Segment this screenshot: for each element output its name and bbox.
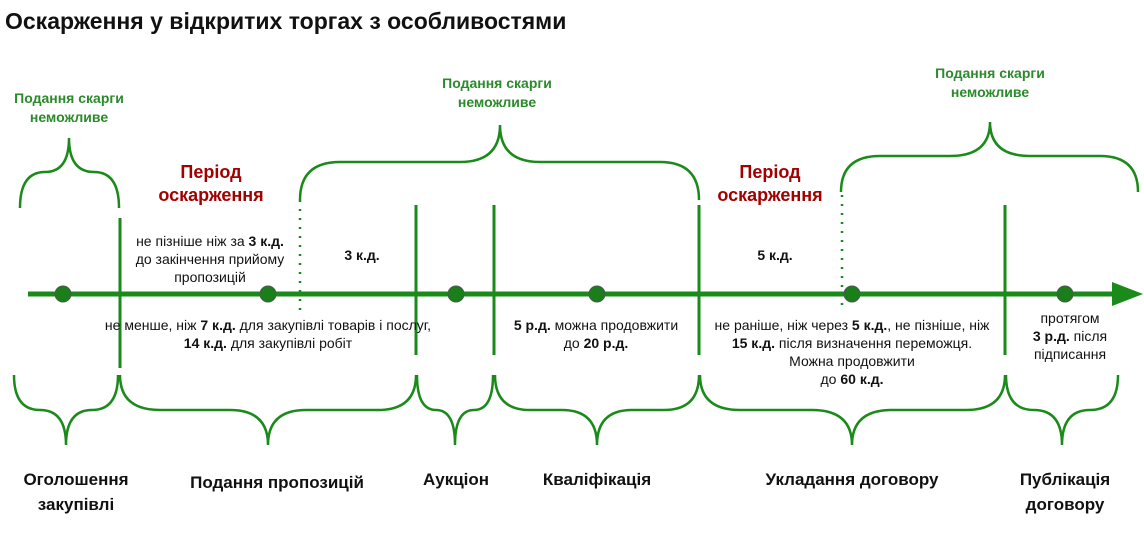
top-brace-3 — [839, 121, 1140, 193]
stage-proposals: Подання пропозицій — [190, 473, 364, 492]
appeal-period-label-1: Період оскарження — [158, 162, 264, 205]
stage-qualification: Кваліфікація — [542, 470, 652, 489]
stage-publication: Публікація договору — [1019, 470, 1111, 514]
top-brace-2 — [298, 124, 701, 201]
bottom-brace-6 — [1004, 374, 1120, 446]
appeal-2-note: 5 к.д. — [757, 247, 793, 263]
appeal-1-note: не пізніше ніж за 3 к.д. до закінчення п… — [135, 233, 285, 285]
stage-announcement: Оголошення закупівлі — [23, 470, 129, 514]
stage-auction: Аукціон — [422, 470, 490, 489]
no-complaint-label-3: Подання скарги неможливе — [935, 65, 1045, 100]
bottom-brace-2 — [118, 374, 418, 446]
gap-1-note: 3 к.д. — [344, 247, 380, 263]
bottom-brace-3 — [415, 374, 495, 446]
publication-note: протягом 3 р.д. після підписання — [1032, 310, 1108, 362]
appeal-period-label-2: Період оскарження — [717, 162, 823, 205]
bottom-brace-4 — [493, 374, 701, 446]
no-complaint-label-1: Подання скарги неможливе — [14, 90, 124, 125]
bottom-brace-1 — [12, 374, 120, 446]
qualification-note: 5 р.д. можна продовжити до 20 р.д. — [513, 317, 679, 351]
contract-note: не раніше, ніж через 5 к.д., не пізніше,… — [714, 317, 990, 387]
proposals-note: не менше, ніж 7 к.д. для закупівлі товар… — [104, 317, 432, 351]
no-complaint-label-2: Подання скарги неможливе — [442, 75, 552, 110]
page-title: Оскарження у відкритих торгах з особливо… — [5, 8, 567, 34]
stage-contract: Укладання договору — [765, 470, 939, 489]
bottom-brace-5 — [698, 374, 1007, 446]
top-brace-1 — [18, 137, 121, 209]
axis-arrow — [1112, 282, 1143, 306]
